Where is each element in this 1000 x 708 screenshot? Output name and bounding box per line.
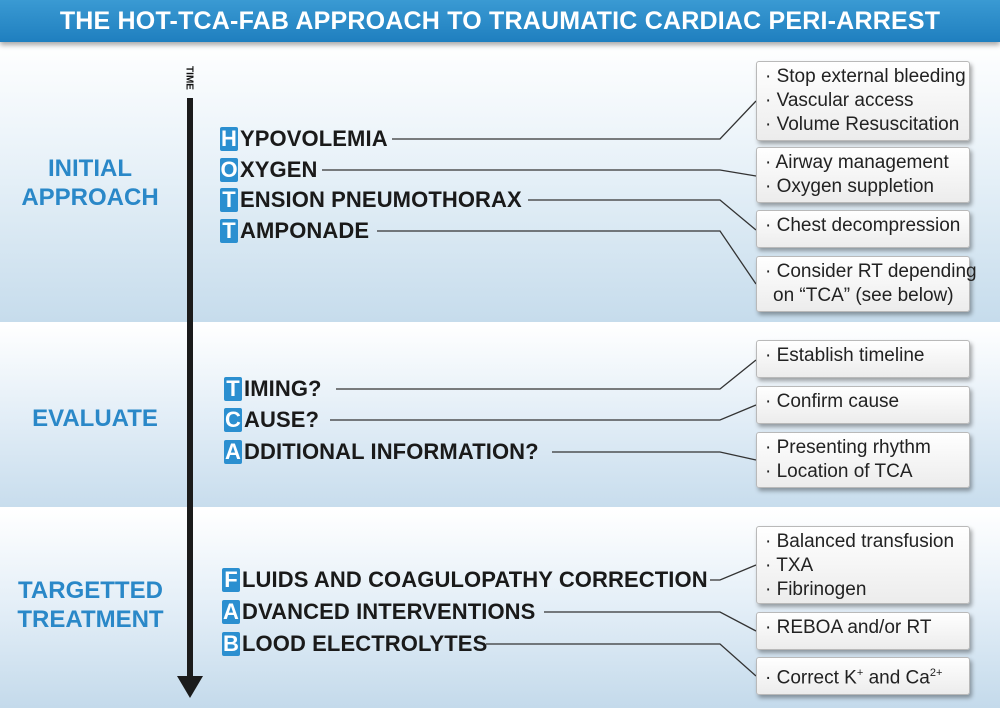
info-item: · Airway management: [765, 152, 949, 173]
info-item: · Balanced transfusion: [765, 531, 955, 552]
mnemonic-text: YPOVOLEMIA: [240, 126, 388, 151]
info-item: · Vascular access: [765, 90, 914, 111]
section-label-line: TARGETTED: [18, 577, 163, 604]
mnemonic-row-additional-info: A DDITIONAL INFORMATION?: [224, 439, 539, 464]
connector-advanced: [544, 611, 757, 632]
superscript-charge: +: [856, 667, 864, 679]
mnemonic-row-oxygen: O XYGEN: [220, 157, 318, 182]
superscript-charge: 2+: [929, 667, 943, 679]
mnemonic-row-tension-pneumothorax: T ENSION PNEUMOTHORAX: [220, 187, 522, 212]
info-box-advanced: · REBOA and/or RT: [756, 612, 970, 650]
info-item: on “TCA” (see below): [773, 285, 954, 306]
info-item: · Location of TCA: [765, 461, 913, 482]
page-title: THE HOT-TCA-FAB APPROACH TO TRAUMATIC CA…: [0, 0, 1000, 42]
connector-hypovolemia: [392, 100, 757, 140]
info-box-hypovolemia: · Stop external bleeding · Vascular acce…: [756, 61, 970, 141]
info-item: · Presenting rhythm: [765, 437, 931, 458]
mnemonic-letter: B: [222, 631, 240, 656]
info-item: · Chest decompression: [765, 215, 961, 236]
mnemonic-text: LOOD ELECTROLYTES: [242, 631, 488, 656]
info-item: · Confirm cause: [765, 391, 900, 412]
mnemonic-text: IMING?: [244, 376, 322, 401]
info-box-additional-info: · Presenting rhythm · Location of TCA: [756, 432, 970, 488]
mnemonic-row-advanced: A DVANCED INTERVENTIONS: [222, 599, 536, 624]
info-item: · Stop external bleeding: [765, 66, 966, 87]
time-arrow-shaft: [187, 98, 193, 680]
mnemonic-text: LUIDS AND COAGULOPATHY CORRECTION: [242, 567, 708, 592]
mnemonic-letter: C: [224, 407, 242, 432]
info-item: · Volume Resuscitation: [765, 114, 960, 135]
section-label-evaluate: EVALUATE: [10, 404, 180, 433]
mnemonic-text: ENSION PNEUMOTHORAX: [240, 187, 522, 212]
mnemonic-text: DVANCED INTERVENTIONS: [242, 599, 536, 624]
info-box-fluids: · Balanced transfusion · TXA · Fibrinoge…: [756, 526, 970, 604]
section-label-line: INITIAL: [48, 155, 132, 182]
section-label-line: APPROACH: [21, 184, 159, 211]
mnemonic-row-tamponade: T AMPONADE: [220, 218, 370, 243]
connector-tamponade: [377, 230, 757, 285]
connector-tension-pneumothorax: [528, 199, 757, 231]
mnemonic-row-cause: C AUSE?: [224, 407, 320, 432]
info-item-electrolytes: · Correct K+ and Ca2+: [765, 661, 963, 690]
info-box-chest-decompression: · Chest decompression: [756, 210, 970, 248]
mnemonic-text: AUSE?: [244, 407, 320, 432]
connector-oxygen: [322, 169, 757, 177]
mnemonic-letter: F: [222, 568, 240, 592]
mnemonic-row-fluids: F LUIDS AND COAGULOPATHY CORRECTION: [222, 567, 708, 592]
mnemonic-row-hypovolemia: H YPOVOLEMIA: [220, 126, 388, 151]
mnemonic-letter: O: [220, 157, 238, 182]
connector-blood: [486, 643, 757, 677]
connector-timing: [336, 359, 757, 390]
info-item: · Establish timeline: [765, 345, 925, 366]
connector-additional-info: [552, 451, 757, 461]
info-item: · Fibrinogen: [765, 579, 867, 600]
info-item: · Consider RT depending: [765, 261, 977, 282]
section-label-initial-approach: INITIAL APPROACH: [10, 154, 170, 212]
info-box-electrolytes: · Correct K+ and Ca2+: [756, 657, 970, 695]
mnemonic-text: AMPONADE: [240, 218, 370, 243]
connector-fluids: [710, 564, 757, 581]
mnemonic-row-timing: T IMING?: [224, 376, 322, 401]
mnemonic-letter: T: [220, 188, 238, 212]
info-box-tamponade: · Consider RT depending on “TCA” (see be…: [756, 256, 977, 312]
mnemonic-letter: T: [224, 377, 242, 401]
section-label-line: TREATMENT: [17, 606, 164, 633]
connector-cause: [330, 404, 757, 421]
info-item: · TXA: [765, 555, 814, 576]
mnemonic-letter: A: [222, 599, 240, 624]
info-box-timing: · Establish timeline: [756, 340, 970, 378]
info-box-oxygen: · Airway management · Oxygen suppletion: [756, 147, 970, 203]
mnemonic-row-blood: B LOOD ELECTROLYTES: [222, 631, 488, 656]
info-text: and Ca: [863, 667, 930, 689]
info-item: · REBOA and/or RT: [765, 617, 932, 638]
mnemonic-letter: A: [224, 439, 242, 464]
info-text: · Correct K: [765, 667, 857, 689]
time-arrow-head: [177, 676, 203, 698]
mnemonic-text: DDITIONAL INFORMATION?: [244, 439, 539, 464]
section-label-targeted-treatment: TARGETTED TREATMENT: [8, 576, 173, 634]
info-item: · Oxygen suppletion: [765, 176, 934, 197]
info-box-cause: · Confirm cause: [756, 386, 970, 424]
mnemonic-text: XYGEN: [240, 157, 318, 182]
mnemonic-letter: T: [220, 219, 238, 243]
section-label-line: EVALUATE: [32, 405, 158, 432]
mnemonic-letter: H: [220, 126, 238, 151]
